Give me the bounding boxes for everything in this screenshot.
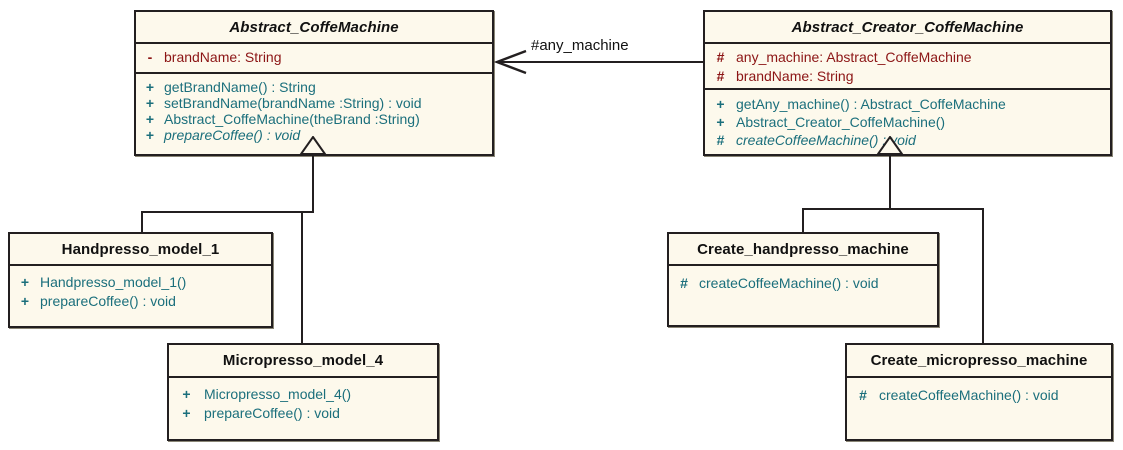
method-signature: prepareCoffee() : void	[164, 127, 301, 143]
class-name-handpresso-model-1: Handpresso_model_1	[61, 240, 220, 258]
attribute-row: # any_machine: Abstract_CoffeMachine	[705, 48, 1110, 67]
generalization-drop-create-micropresso	[982, 208, 984, 344]
visibility-marker: #	[716, 132, 725, 148]
method-signature: Abstract_Creator_CoffeMachine()	[736, 114, 946, 130]
visibility-marker: +	[145, 95, 155, 111]
method-signature: Handpresso_model_1()	[40, 274, 187, 290]
compartment-divider	[705, 88, 1110, 90]
method-row: + prepareCoffee() : void	[169, 404, 437, 423]
method-row: + Micropresso_model_4()	[169, 385, 437, 404]
class-name-abstract-coffemachine: Abstract_CoffeMachine	[229, 18, 399, 36]
class-box-abstract-creator-coffemachine[interactable]: Abstract_Creator_CoffeMachine # any_mach…	[703, 10, 1112, 156]
method-signature: getBrandName() : String	[164, 79, 316, 95]
visibility-marker: +	[145, 79, 155, 95]
visibility-marker: +	[716, 96, 725, 112]
visibility-marker: +	[182, 405, 191, 421]
class-name-abstract-creator-coffemachine: Abstract_Creator_CoffeMachine	[791, 18, 1024, 36]
attribute-signature: any_machine: Abstract_CoffeMachine	[736, 49, 972, 65]
methods-compartment-abstract-creator-coffemachine: + getAny_machine() : Abstract_CoffeMachi…	[705, 90, 1110, 152]
method-row: + prepareCoffee() : void	[136, 127, 492, 143]
class-box-micropresso-model-4[interactable]: Micropresso_model_4 + Micropresso_model_…	[167, 343, 439, 441]
method-row: + Abstract_Creator_CoffeMachine()	[705, 113, 1110, 131]
generalization-triangle-abstract-creator-coffemachine	[876, 136, 904, 155]
generalization-drop-handpresso	[141, 211, 143, 233]
attribute-signature: brandName: String	[164, 49, 282, 65]
class-name-micropresso-model-4: Micropresso_model_4	[222, 352, 384, 369]
visibility-marker: +	[20, 274, 30, 290]
generalization-trunk-left	[141, 211, 314, 213]
compartment-divider	[169, 376, 437, 378]
generalization-triangle-abstract-coffemachine	[299, 136, 327, 155]
visibility-marker: #	[859, 387, 867, 403]
attribute-row: # brandName: String	[705, 67, 1110, 86]
compartment-divider	[136, 42, 492, 44]
method-signature: Abstract_CoffeMachine(theBrand :String)	[164, 111, 420, 127]
methods-compartment-micropresso-model-4: + Micropresso_model_4() + prepareCoffee(…	[169, 378, 437, 426]
visibility-marker: #	[716, 49, 725, 65]
method-signature: createCoffeeMachine() : void	[736, 132, 916, 148]
class-name-create-handpresso-machine: Create_handpresso_machine	[697, 240, 909, 258]
class-box-create-handpresso-machine[interactable]: Create_handpresso_machine # createCoffee…	[667, 232, 939, 327]
method-signature: getAny_machine() : Abstract_CoffeMachine	[736, 96, 1006, 112]
attributes-compartment-abstract-creator-coffemachine: # any_machine: Abstract_CoffeMachine # b…	[705, 44, 1110, 88]
visibility-marker: -	[147, 49, 153, 65]
class-box-abstract-coffemachine[interactable]: Abstract_CoffeMachine - brandName: Strin…	[134, 10, 494, 156]
visibility-marker: +	[716, 114, 725, 130]
method-signature: setBrandName(brandName :String) : void	[164, 95, 422, 111]
method-row: + getAny_machine() : Abstract_CoffeMachi…	[705, 95, 1110, 113]
method-signature: Micropresso_model_4()	[204, 386, 352, 402]
methods-compartment-create-handpresso-machine: # createCoffeeMachine() : void	[669, 266, 937, 296]
compartment-divider	[847, 376, 1111, 378]
visibility-marker: #	[716, 68, 725, 84]
generalization-stem-left	[312, 154, 314, 212]
method-row: + setBrandName(brandName :String) : void	[136, 95, 492, 111]
method-signature: createCoffeeMachine() : void	[699, 275, 879, 291]
visibility-marker: +	[20, 293, 30, 309]
compartment-divider	[10, 264, 271, 266]
association-arrowhead-open	[494, 49, 527, 75]
method-row: # createCoffeeMachine() : void	[847, 386, 1111, 405]
class-box-handpresso-model-1[interactable]: Handpresso_model_1 + Handpresso_model_1(…	[8, 232, 273, 328]
association-label-any-machine: #any_machine	[531, 37, 629, 54]
method-signature: createCoffeeMachine() : void	[879, 387, 1059, 403]
compartment-divider	[136, 72, 492, 74]
method-row: + Handpresso_model_1()	[10, 273, 271, 292]
visibility-marker: #	[680, 275, 688, 291]
attributes-compartment-abstract-coffemachine: - brandName: String	[136, 44, 492, 72]
association-line-any-machine	[496, 61, 704, 63]
attribute-row: - brandName: String	[136, 49, 492, 65]
visibility-marker: +	[145, 127, 155, 143]
methods-compartment-create-micropresso-machine: # createCoffeeMachine() : void	[847, 378, 1111, 408]
method-row: + getBrandName() : String	[136, 79, 492, 95]
generalization-drop-micropresso	[301, 211, 303, 344]
method-signature: prepareCoffee() : void	[40, 293, 176, 309]
visibility-marker: +	[182, 386, 191, 402]
class-box-create-micropresso-machine[interactable]: Create_micropresso_machine # createCoffe…	[845, 343, 1113, 441]
method-row: # createCoffeeMachine() : void	[669, 274, 937, 293]
class-name-create-micropresso-machine: Create_micropresso_machine	[870, 352, 1088, 369]
compartment-divider	[705, 42, 1110, 44]
generalization-stem-right	[889, 154, 891, 209]
generalization-drop-create-handpresso	[802, 208, 804, 233]
method-row: + prepareCoffee() : void	[10, 292, 271, 311]
method-row: + Abstract_CoffeMachine(theBrand :String…	[136, 111, 492, 127]
generalization-trunk-right	[802, 208, 984, 210]
visibility-marker: +	[145, 111, 155, 127]
method-signature: prepareCoffee() : void	[204, 405, 340, 421]
attribute-signature: brandName: String	[736, 68, 854, 84]
methods-compartment-handpresso-model-1: + Handpresso_model_1() + prepareCoffee()…	[10, 266, 271, 314]
compartment-divider	[669, 264, 937, 266]
methods-compartment-abstract-coffemachine: + getBrandName() : String + setBrandName…	[136, 74, 492, 146]
method-row: # createCoffeeMachine() : void	[705, 131, 1110, 149]
